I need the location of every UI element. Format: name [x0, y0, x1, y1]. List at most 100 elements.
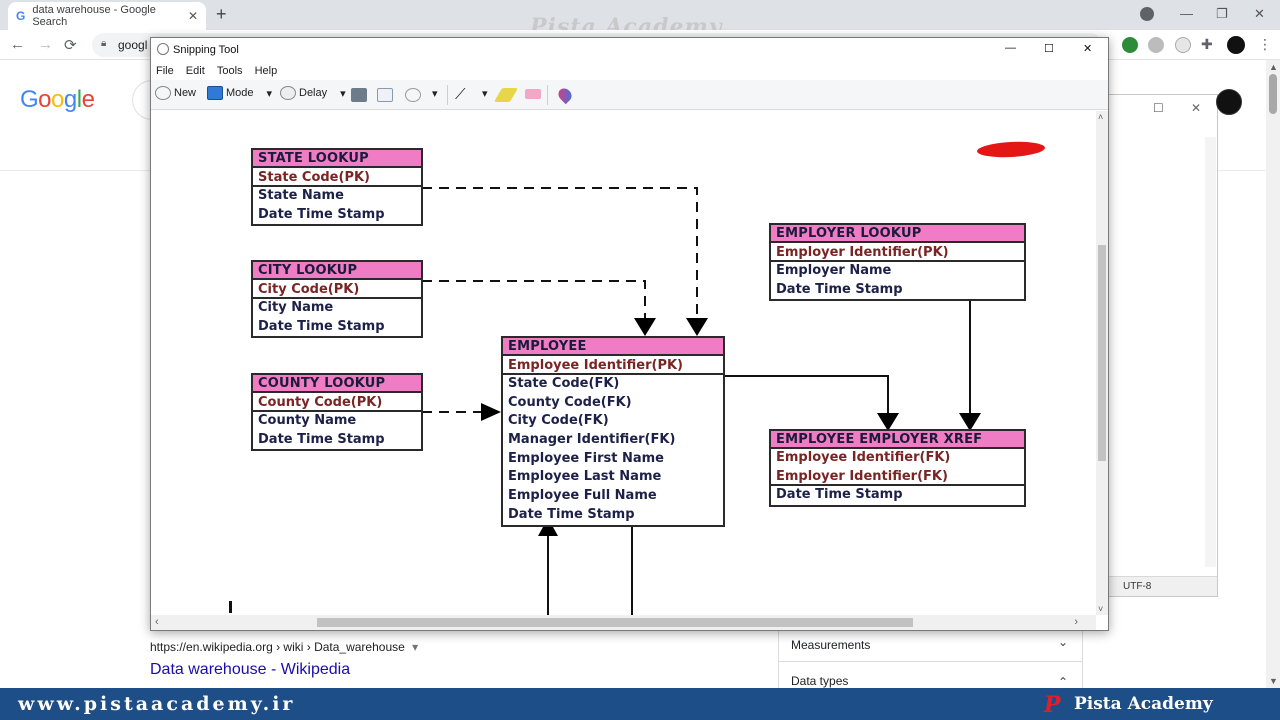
- pen-icon[interactable]: ⟋: [455, 86, 466, 103]
- side-panel-item-measurements[interactable]: Measurements: [791, 638, 871, 652]
- notepad-close-button[interactable]: ✕: [1191, 101, 1202, 115]
- notepad-maximize-button[interactable]: ☐: [1153, 101, 1164, 115]
- snip-minimize-button[interactable]: —: [1005, 42, 1016, 54]
- table-field: Date Time Stamp: [258, 318, 385, 334]
- save-icon[interactable]: [351, 88, 367, 102]
- result-title-link[interactable]: Data warehouse - Wikipedia: [150, 661, 351, 678]
- send-snip-icon[interactable]: [405, 88, 421, 102]
- employee-xref-line: [725, 375, 889, 416]
- browser-close-button[interactable]: ✕: [1254, 6, 1265, 21]
- primary-key-field: State Code(PK): [253, 168, 421, 187]
- snip-vertical-scrollbar[interactable]: ˄ ˅: [1096, 111, 1108, 615]
- snip-maximize-button[interactable]: ☐: [1044, 43, 1054, 55]
- snip-image-area[interactable]: STATE LOOKUP State Code(PK) State Name D…: [151, 111, 1096, 615]
- forward-arrow-icon[interactable]: →: [38, 36, 53, 53]
- table-field: Date Time Stamp: [258, 431, 385, 447]
- copy-icon[interactable]: [377, 88, 393, 102]
- snip-horizontal-scroll-thumb[interactable]: [317, 618, 913, 627]
- knowledge-side-panel: Measurements ⌄ Data types ⌃: [778, 630, 1083, 689]
- tab-close-icon[interactable]: ✕: [187, 9, 198, 23]
- menu-bar: File Edit Tools Help: [151, 62, 1108, 80]
- scroll-up-arrow-icon[interactable]: ▲: [1269, 62, 1278, 72]
- result-url-caret-icon[interactable]: ▾: [412, 640, 419, 654]
- snipping-tool-window[interactable]: Snipping Tool — ☐ ✕ File Edit Tools Help…: [150, 37, 1109, 631]
- browser-tab-strip: G data warehouse - Google Search ✕ + — ❐…: [0, 0, 1280, 30]
- result-url[interactable]: https://en.wikipedia.org › wiki › Data_w…: [150, 640, 418, 654]
- scroll-down-arrow-icon[interactable]: ˅: [1098, 604, 1104, 614]
- browser-maximize-button[interactable]: ❐: [1216, 6, 1228, 21]
- extension-circle-icon[interactable]: [1175, 37, 1191, 53]
- page-scrollbar[interactable]: ▲ ▼: [1266, 60, 1280, 688]
- notepad-window[interactable]: ☐ ✕ UTF-8: [1108, 94, 1218, 597]
- extension-globe-icon[interactable]: [1122, 37, 1138, 53]
- state-lookup-table: STATE LOOKUP State Code(PK) State Name D…: [251, 148, 423, 227]
- notepad-scrollbar[interactable]: [1205, 137, 1216, 567]
- table-field: Date Time Stamp: [776, 281, 903, 297]
- state-relationship-line: [422, 187, 698, 321]
- mouse-cursor: [229, 601, 232, 613]
- delay-button-label: Delay: [299, 87, 328, 99]
- browser-tab[interactable]: G data warehouse - Google Search ✕: [8, 2, 206, 30]
- employer-lookup-table: EMPLOYER LOOKUP Employer Identifier(PK) …: [769, 223, 1026, 302]
- brand-name: Pista Academy: [1074, 694, 1213, 714]
- table-field: City Code(FK): [508, 413, 609, 429]
- extension-cloud-icon[interactable]: [1148, 37, 1164, 53]
- profile-avatar[interactable]: [1227, 36, 1245, 54]
- snip-horizontal-scrollbar[interactable]: ‹ ›: [151, 615, 1096, 630]
- browser-minimize-button[interactable]: —: [1180, 6, 1193, 21]
- snip-vertical-scroll-thumb[interactable]: [1098, 245, 1106, 461]
- page-scroll-thumb[interactable]: [1269, 74, 1277, 114]
- table-field: Employee First Name: [508, 450, 664, 466]
- google-logo[interactable]: Google: [20, 86, 95, 114]
- extensions-puzzle-icon[interactable]: ✚: [1201, 36, 1213, 52]
- table-field: City Name: [258, 300, 334, 315]
- delay-dropdown-icon[interactable]: ▾: [340, 87, 346, 100]
- table-field: State Code(FK): [508, 376, 620, 391]
- chevron-up-icon[interactable]: ⌃: [1057, 675, 1068, 689]
- mode-button-label: Mode: [226, 87, 254, 99]
- eraser-icon[interactable]: [525, 89, 541, 99]
- chevron-down-icon[interactable]: ⌄: [1057, 635, 1068, 649]
- reload-icon[interactable]: ⟳: [64, 37, 77, 54]
- table-field: State Name: [258, 188, 344, 203]
- scroll-left-arrow-icon[interactable]: ‹: [155, 616, 159, 628]
- city-arrowhead: [634, 318, 656, 336]
- scroll-down-arrow-icon[interactable]: ▼: [1269, 676, 1278, 686]
- menu-edit[interactable]: Edit: [185, 65, 205, 77]
- side-panel-item-data-types[interactable]: Data types: [791, 674, 849, 688]
- mode-button[interactable]: Mode ▾: [207, 86, 272, 100]
- table-title: COUNTY LOOKUP: [253, 375, 421, 393]
- new-snip-button[interactable]: New: [155, 86, 196, 100]
- highlighter-icon[interactable]: [493, 88, 519, 102]
- notepad-status-encoding: UTF-8: [1109, 576, 1217, 596]
- send-dropdown-icon[interactable]: ▾: [432, 88, 438, 100]
- table-field: Employer Name: [776, 263, 892, 278]
- window-title: Snipping Tool: [173, 44, 239, 56]
- paint3d-icon[interactable]: [555, 85, 575, 105]
- employee-xref-arrowhead: [877, 413, 899, 431]
- new-button-label: New: [174, 87, 197, 99]
- mode-dropdown-icon[interactable]: ▾: [266, 87, 273, 100]
- channel-avatar: [1216, 89, 1242, 115]
- snip-close-button[interactable]: ✕: [1083, 43, 1093, 55]
- menu-file[interactable]: File: [156, 65, 174, 77]
- browser-menu-icon[interactable]: ⋮: [1258, 36, 1272, 52]
- back-arrow-icon[interactable]: ←: [10, 36, 25, 53]
- snipping-tool-titlebar: Snipping Tool — ☐ ✕: [151, 38, 1108, 62]
- lock-icon: 🔒︎: [101, 38, 107, 49]
- city-lookup-table: CITY LOOKUP City Code(PK) City Name Date…: [251, 260, 423, 339]
- pen-dropdown-icon[interactable]: ▾: [482, 88, 488, 100]
- scroll-right-arrow-icon[interactable]: ›: [1074, 616, 1078, 628]
- table-field: Employee Last Name: [508, 469, 662, 485]
- table-field: Date Time Stamp: [508, 506, 635, 522]
- foreign-key-field: Employer Identifier(FK): [771, 468, 1024, 487]
- employee-table: EMPLOYEE Employee Identifier(PK) State C…: [501, 336, 725, 527]
- new-tab-button[interactable]: +: [216, 4, 227, 24]
- scroll-up-arrow-icon[interactable]: ˄: [1098, 112, 1104, 122]
- toolbar-divider: [447, 85, 448, 105]
- profile-download-icon[interactable]: [1140, 7, 1154, 21]
- delay-button[interactable]: Delay ▾: [280, 86, 346, 100]
- menu-help[interactable]: Help: [254, 65, 278, 77]
- table-field: County Name: [258, 413, 357, 428]
- menu-tools[interactable]: Tools: [216, 65, 243, 77]
